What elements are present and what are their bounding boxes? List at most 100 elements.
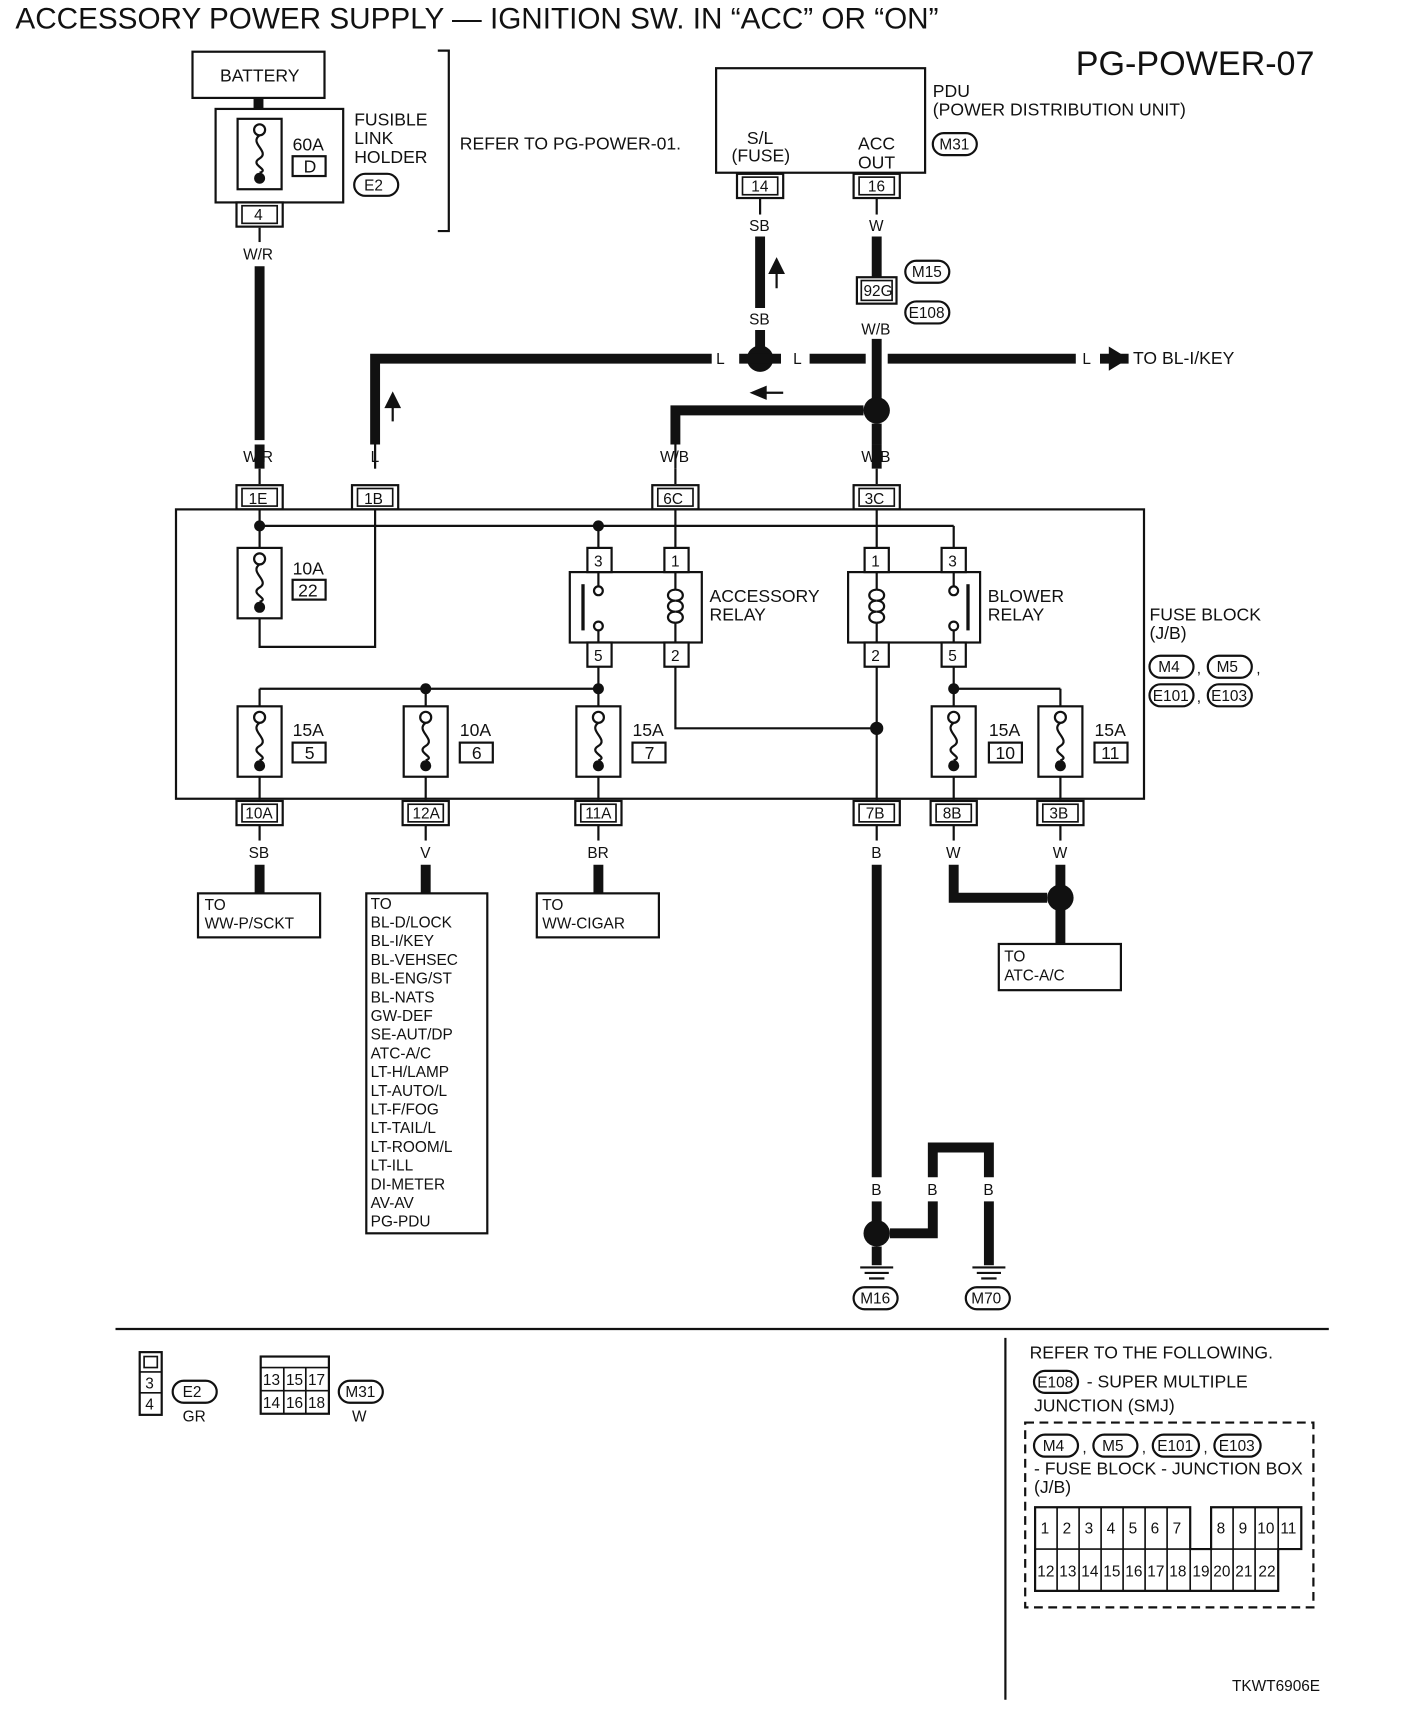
svg-text:3: 3 — [1085, 1521, 1094, 1538]
svg-text:TO: TO — [542, 897, 563, 914]
svg-text:SE-AUT/DP: SE-AUT/DP — [371, 1027, 453, 1044]
connector-m5-badge: M5 — [1206, 654, 1253, 679]
connector-3b: 3B — [1036, 799, 1085, 827]
svg-text:LT-AUTO/L: LT-AUTO/L — [371, 1083, 448, 1100]
svg-text:22: 22 — [298, 580, 318, 600]
pdu-sl-label-2: (FUSE) — [732, 146, 791, 166]
svg-text:,: , — [1197, 689, 1201, 706]
svg-text:L: L — [1082, 351, 1091, 368]
svg-text:5: 5 — [948, 648, 957, 665]
accessory-relay-label-1: ACCESSORY — [710, 586, 820, 606]
svg-text:3: 3 — [145, 1375, 154, 1392]
svg-text:12: 12 — [1037, 1564, 1054, 1581]
svg-text:M15: M15 — [912, 264, 942, 281]
connector-e103-badge: E103 — [1206, 683, 1253, 708]
svg-text:10A: 10A — [460, 720, 492, 740]
svg-text:M4: M4 — [1043, 1438, 1065, 1455]
accessory-relay-label-2: RELAY — [710, 605, 767, 625]
svg-text:TO: TO — [1004, 949, 1025, 966]
connector-view-m31: 13 15 17 14 16 18 M31 W — [259, 1355, 384, 1425]
wire-w-top: W — [869, 218, 884, 235]
svg-text:LT-H/LAMP: LT-H/LAMP — [371, 1064, 449, 1081]
wire-wb-branch — [670, 405, 864, 445]
svg-text:E103: E103 — [1219, 1438, 1255, 1455]
svg-text:15A: 15A — [1094, 720, 1126, 740]
svg-text:1: 1 — [671, 554, 680, 571]
svg-text:M5: M5 — [1217, 659, 1238, 676]
svg-text:W: W — [352, 1408, 367, 1425]
svg-text:L: L — [716, 351, 725, 368]
svg-text:W: W — [1053, 845, 1068, 862]
svg-text:6: 6 — [472, 743, 482, 763]
svg-text:E108: E108 — [1037, 1374, 1073, 1391]
svg-text:WW-P/SCKT: WW-P/SCKT — [205, 916, 295, 933]
fusible-link-holder: 60A D — [214, 107, 345, 204]
pdu-sl-label-1: S/L — [747, 128, 774, 148]
svg-text:,: , — [1203, 1439, 1207, 1456]
to-bl-ikey: TO BL-I/KEY — [1133, 348, 1235, 368]
svg-text:14: 14 — [1081, 1564, 1099, 1581]
pdu-sl-terminal: 14 — [751, 178, 769, 195]
battery-box: BATTERY — [191, 50, 326, 100]
svg-text:ATC-A/C: ATC-A/C — [371, 1045, 431, 1062]
svg-text:M16: M16 — [860, 1291, 890, 1308]
svg-text:16: 16 — [1125, 1564, 1142, 1581]
fuse-block-label-1: FUSE BLOCK — [1150, 605, 1262, 625]
fusible-link-label-1: FUSIBLE — [354, 109, 427, 129]
svg-text:TO: TO — [205, 897, 226, 914]
svg-text:6: 6 — [1151, 1521, 1160, 1538]
pdu-label-1: PDU — [933, 81, 970, 101]
wire-l-left — [370, 353, 712, 445]
pdu-acc-label-2: OUT — [858, 152, 895, 172]
svg-text:E101: E101 — [1153, 688, 1189, 705]
connector-e108-badge: E108 — [904, 300, 951, 325]
wire-sb-top: SB — [749, 218, 770, 235]
svg-text:10: 10 — [1257, 1521, 1274, 1538]
svg-text:M5: M5 — [1102, 1438, 1123, 1455]
svg-text:E2: E2 — [183, 1384, 202, 1401]
svg-text:7: 7 — [645, 743, 655, 763]
connector-6c: 6C — [651, 484, 700, 511]
fuse-10: 15A 10 — [930, 705, 1024, 778]
fuse-block-label-2: (J/B) — [1150, 623, 1187, 643]
fusible-link-label-3: HOLDER — [354, 147, 427, 167]
wire-wr-top: W/R — [243, 247, 273, 264]
svg-text:SB: SB — [249, 845, 270, 862]
svg-text:- FUSE BLOCK - JUNCTION BOX: - FUSE BLOCK - JUNCTION BOX — [1034, 1458, 1303, 1478]
svg-text:W: W — [946, 845, 961, 862]
dest-multi: TO BL-D/LOCK BL-I/KEY BL-VEHSEC BL-ENG/S… — [365, 892, 489, 1235]
svg-text:BL-I/KEY: BL-I/KEY — [371, 933, 434, 950]
svg-text:19: 19 — [1192, 1564, 1209, 1581]
connector-12a: 12A — [401, 799, 450, 827]
svg-text:15: 15 — [1103, 1564, 1120, 1581]
svg-text:- SUPER MULTIPLE: - SUPER MULTIPLE — [1087, 1371, 1248, 1391]
svg-text:15: 15 — [286, 1372, 303, 1389]
footer-code: TKWT6906E — [1232, 1678, 1320, 1695]
svg-text:4: 4 — [1107, 1521, 1116, 1538]
svg-text:M31: M31 — [345, 1384, 375, 1401]
svg-text:E103: E103 — [1211, 688, 1247, 705]
svg-text:E101: E101 — [1157, 1438, 1193, 1455]
svg-text:8: 8 — [1217, 1521, 1226, 1538]
fusible-link-label-2: LINK — [354, 128, 393, 148]
blower-relay-label-1: BLOWER — [988, 586, 1064, 606]
smj-terminal: 92G — [855, 276, 898, 305]
svg-text:16: 16 — [286, 1395, 303, 1412]
svg-text:20: 20 — [1213, 1564, 1230, 1581]
refer-pg-power-01: REFER TO PG-POWER-01. — [460, 134, 681, 154]
svg-text:2: 2 — [1063, 1521, 1072, 1538]
connector-m15-badge: M15 — [904, 259, 951, 284]
svg-text:14: 14 — [263, 1395, 281, 1412]
svg-text:PG-PDU: PG-PDU — [371, 1214, 431, 1231]
battery-label: BATTERY — [220, 65, 300, 85]
arrow-up-l — [384, 391, 402, 422]
svg-text:11: 11 — [1280, 1521, 1296, 1538]
svg-text:B: B — [871, 1182, 881, 1199]
svg-text:,: , — [1197, 660, 1201, 677]
svg-text:3B: 3B — [1049, 806, 1068, 823]
svg-text:LT-ROOM/L: LT-ROOM/L — [371, 1139, 453, 1156]
svg-text:M4: M4 — [1158, 659, 1180, 676]
svg-text:E2: E2 — [364, 177, 383, 194]
svg-text:17: 17 — [1147, 1564, 1164, 1581]
arrow-up-sb — [768, 257, 785, 289]
